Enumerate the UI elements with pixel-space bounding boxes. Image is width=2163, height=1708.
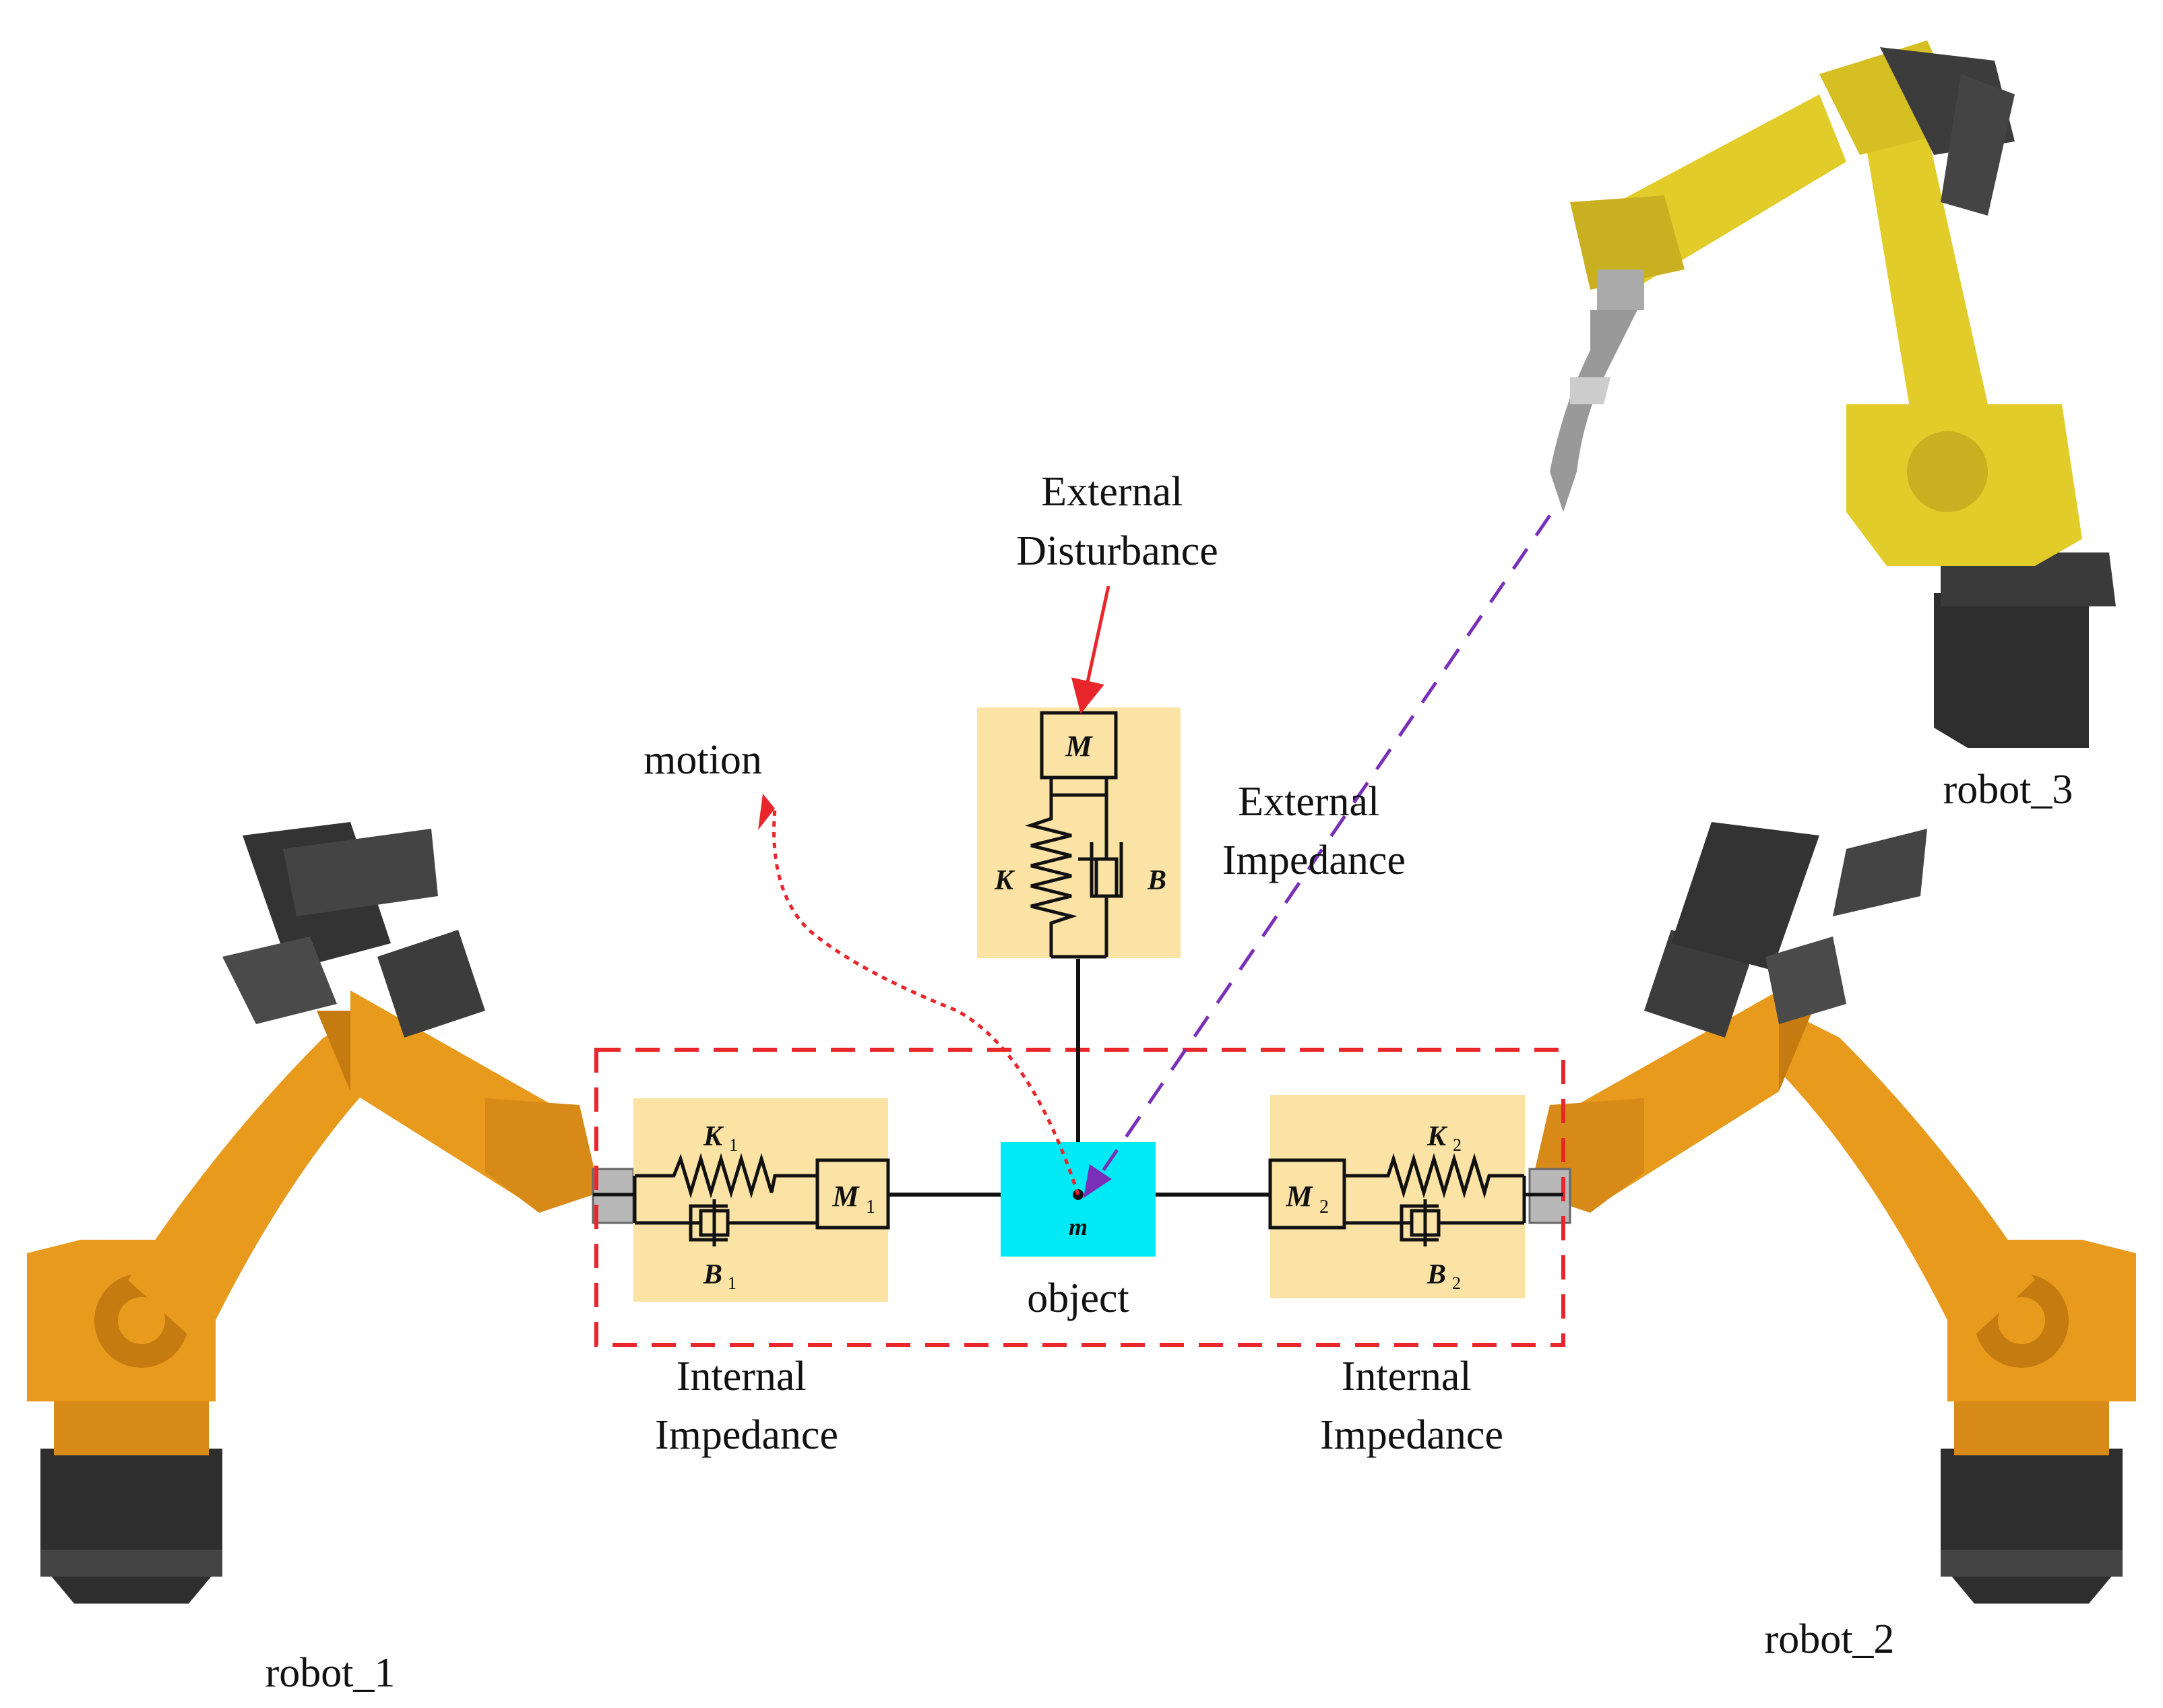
motion-label: motion <box>644 737 762 783</box>
robot-3-arm-icon <box>1550 40 2116 748</box>
internal-impedance-left-label: Internal Impedance <box>655 1354 838 1458</box>
motion-path <box>772 808 1080 1195</box>
external-impedance-label: External Impedance <box>1222 779 1406 883</box>
right-spring-sub: 2 <box>1453 1135 1462 1155</box>
left-damper-sub: 1 <box>728 1273 736 1293</box>
external-spring-label: K <box>994 865 1015 896</box>
external-damper-icon <box>1078 795 1123 957</box>
external-damper-label: B <box>1147 865 1166 896</box>
external-spring-icon <box>1025 795 1077 957</box>
left-mass-label: M <box>832 1180 860 1213</box>
right-spring-label: K <box>1427 1121 1448 1152</box>
left-damper-icon <box>635 1199 817 1246</box>
right-impedance-block: M 2 K 2 B 2 <box>1268 1095 1526 1298</box>
left-mass-sub: 1 <box>866 1197 875 1217</box>
left-mass-box <box>815 1158 890 1230</box>
left-spring-icon <box>635 1153 817 1199</box>
right-damper-icon <box>1344 1199 1524 1246</box>
right-damper-sub: 2 <box>1452 1273 1461 1293</box>
left-damper-label: B <box>703 1259 722 1290</box>
robot3-path <box>1093 514 1552 1184</box>
right-mass-box <box>1268 1158 1346 1230</box>
object-mass-label: m <box>1069 1213 1088 1240</box>
robot-1-arm-icon <box>27 822 635 1604</box>
disturbance-arrow <box>1071 586 1110 714</box>
left-impedance-block: M 1 K 1 B 1 <box>633 1098 890 1302</box>
right-damper-label: B <box>1427 1259 1446 1290</box>
right-spring-icon <box>1344 1153 1524 1199</box>
internal-impedance-right-label: Internal Impedance <box>1320 1354 1503 1458</box>
object-label: object <box>1027 1275 1129 1321</box>
robot-3-label: robot_3 <box>1943 767 2073 813</box>
robot-2-label: robot_2 <box>1765 1616 1895 1662</box>
right-mass-sub: 2 <box>1319 1197 1329 1217</box>
external-disturbance-label: External Disturbance <box>1016 469 1218 574</box>
external-mass-box <box>1040 711 1118 780</box>
left-spring-label: K <box>703 1121 724 1152</box>
external-impedance-block: M K B <box>977 707 1181 959</box>
right-mass-label: M <box>1285 1180 1313 1213</box>
left-spring-sub: 1 <box>729 1135 738 1155</box>
external-mass-label: M <box>1065 730 1093 763</box>
motion-arrowhead <box>758 794 775 830</box>
robot-1-label: robot_1 <box>265 1650 396 1696</box>
robot-2-arm-icon <box>1528 822 2136 1604</box>
robot3-arrowhead <box>1084 1164 1112 1198</box>
